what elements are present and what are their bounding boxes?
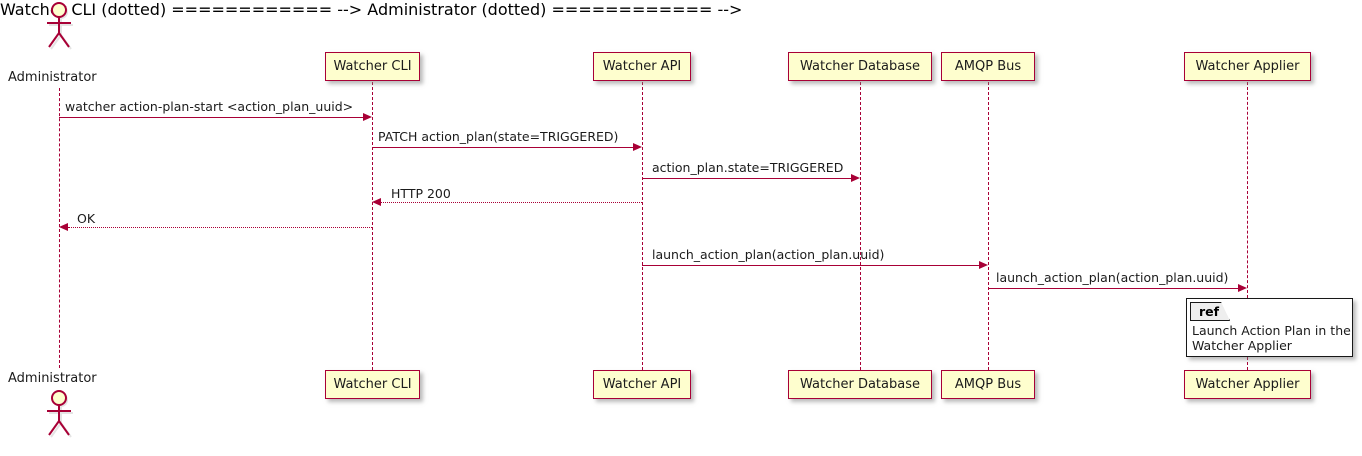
- actor-stick-figure-icon: [47, 390, 73, 438]
- actor-label-administrator-top: Administrator: [8, 70, 97, 85]
- participant-box-amqp-bus-bottom[interactable]: AMQP Bus: [941, 370, 1035, 399]
- lifeline-watcher-applier: [1247, 82, 1248, 298]
- lifeline-amqp-bus: [988, 82, 989, 370]
- ref-fragment-tab-label: ref: [1199, 304, 1220, 319]
- message-line-2: [372, 147, 633, 148]
- message-arrowhead-7: [1238, 284, 1247, 292]
- lifeline-watcher-database: [860, 82, 861, 370]
- message-label-launch-action-plan-bus-to-applier: launch_action_plan(action_plan.uuid): [996, 270, 1229, 285]
- participant-label-watcher-applier-bottom: Watcher Applier: [1195, 377, 1300, 392]
- participant-box-watcher-database-bottom[interactable]: Watcher Database: [788, 370, 932, 399]
- message-arrowhead-3: [851, 174, 860, 182]
- participant-label-watcher-database-top: Watcher Database: [800, 59, 920, 74]
- message-arrowhead-6: [979, 261, 988, 269]
- participant-box-watcher-api-bottom[interactable]: Watcher API: [593, 370, 691, 399]
- message-line-4: [381, 202, 642, 203]
- actor-label-administrator-bottom: Administrator: [8, 371, 97, 386]
- participant-box-watcher-cli-top[interactable]: Watcher CLI: [325, 52, 420, 81]
- message-line-1: [59, 117, 363, 118]
- message-line-3: [642, 178, 851, 179]
- message-label-action-plan-state-triggered: action_plan.state=TRIGGERED: [652, 160, 844, 175]
- message-label-watcher-action-plan-start: watcher action-plan-start <action_plan_u…: [65, 99, 354, 114]
- participant-box-watcher-applier-top[interactable]: Watcher Applier: [1184, 52, 1311, 81]
- message-arrowhead-4: [372, 198, 381, 206]
- message-line-6: [642, 265, 979, 266]
- ref-fragment-body: Launch Action Plan in the Watcher Applie…: [1192, 323, 1351, 353]
- lifeline-watcher-applier-lower: [1247, 357, 1248, 370]
- actor-administrator-top: [39, 2, 79, 50]
- message-label-patch-action-plan: PATCH action_plan(state=TRIGGERED): [378, 129, 619, 144]
- participant-label-watcher-api-bottom: Watcher API: [602, 377, 682, 392]
- message-arrowhead-5: [59, 223, 68, 231]
- message-line-7: [988, 288, 1238, 289]
- ref-fragment-line-1: Launch Action Plan in the: [1192, 323, 1351, 338]
- participant-label-amqp-bus-top: AMQP Bus: [954, 59, 1022, 74]
- lifeline-watcher-api: [642, 82, 643, 370]
- message-arrowhead-2: [633, 143, 642, 151]
- message-line-5: [68, 227, 372, 228]
- message-label-ok: OK: [77, 211, 96, 226]
- participant-box-watcher-database-top[interactable]: Watcher Database: [788, 52, 932, 81]
- participant-box-watcher-applier-bottom[interactable]: Watcher Applier: [1184, 370, 1311, 399]
- participant-label-watcher-api-top: Watcher API: [602, 59, 682, 74]
- participant-label-watcher-cli-bottom: Watcher CLI: [333, 377, 412, 392]
- participant-label-watcher-database-bottom: Watcher Database: [800, 377, 920, 392]
- ref-fragment[interactable]: ref Launch Action Plan in the Watcher Ap…: [1186, 298, 1353, 357]
- participant-label-amqp-bus-bottom: AMQP Bus: [954, 377, 1022, 392]
- lifeline-watcher-cli: [372, 82, 373, 370]
- participant-box-watcher-api-top[interactable]: Watcher API: [593, 52, 691, 81]
- participant-box-watcher-cli-bottom[interactable]: Watcher CLI: [325, 370, 420, 399]
- message-label-launch-action-plan-api-to-bus: launch_action_plan(action_plan.uuid): [652, 247, 885, 262]
- message-arrowhead-1: [363, 113, 372, 121]
- participant-label-watcher-cli-top: Watcher CLI: [333, 59, 412, 74]
- actor-stick-figure-icon: [47, 2, 73, 50]
- actor-administrator-bottom: [39, 390, 79, 438]
- ref-fragment-tab: ref: [1190, 302, 1230, 321]
- ref-fragment-line-2: Watcher Applier: [1192, 338, 1292, 353]
- participant-box-amqp-bus-top[interactable]: AMQP Bus: [941, 52, 1035, 81]
- message-label-http-200: HTTP 200: [391, 186, 451, 201]
- participant-label-watcher-applier-top: Watcher Applier: [1195, 59, 1300, 74]
